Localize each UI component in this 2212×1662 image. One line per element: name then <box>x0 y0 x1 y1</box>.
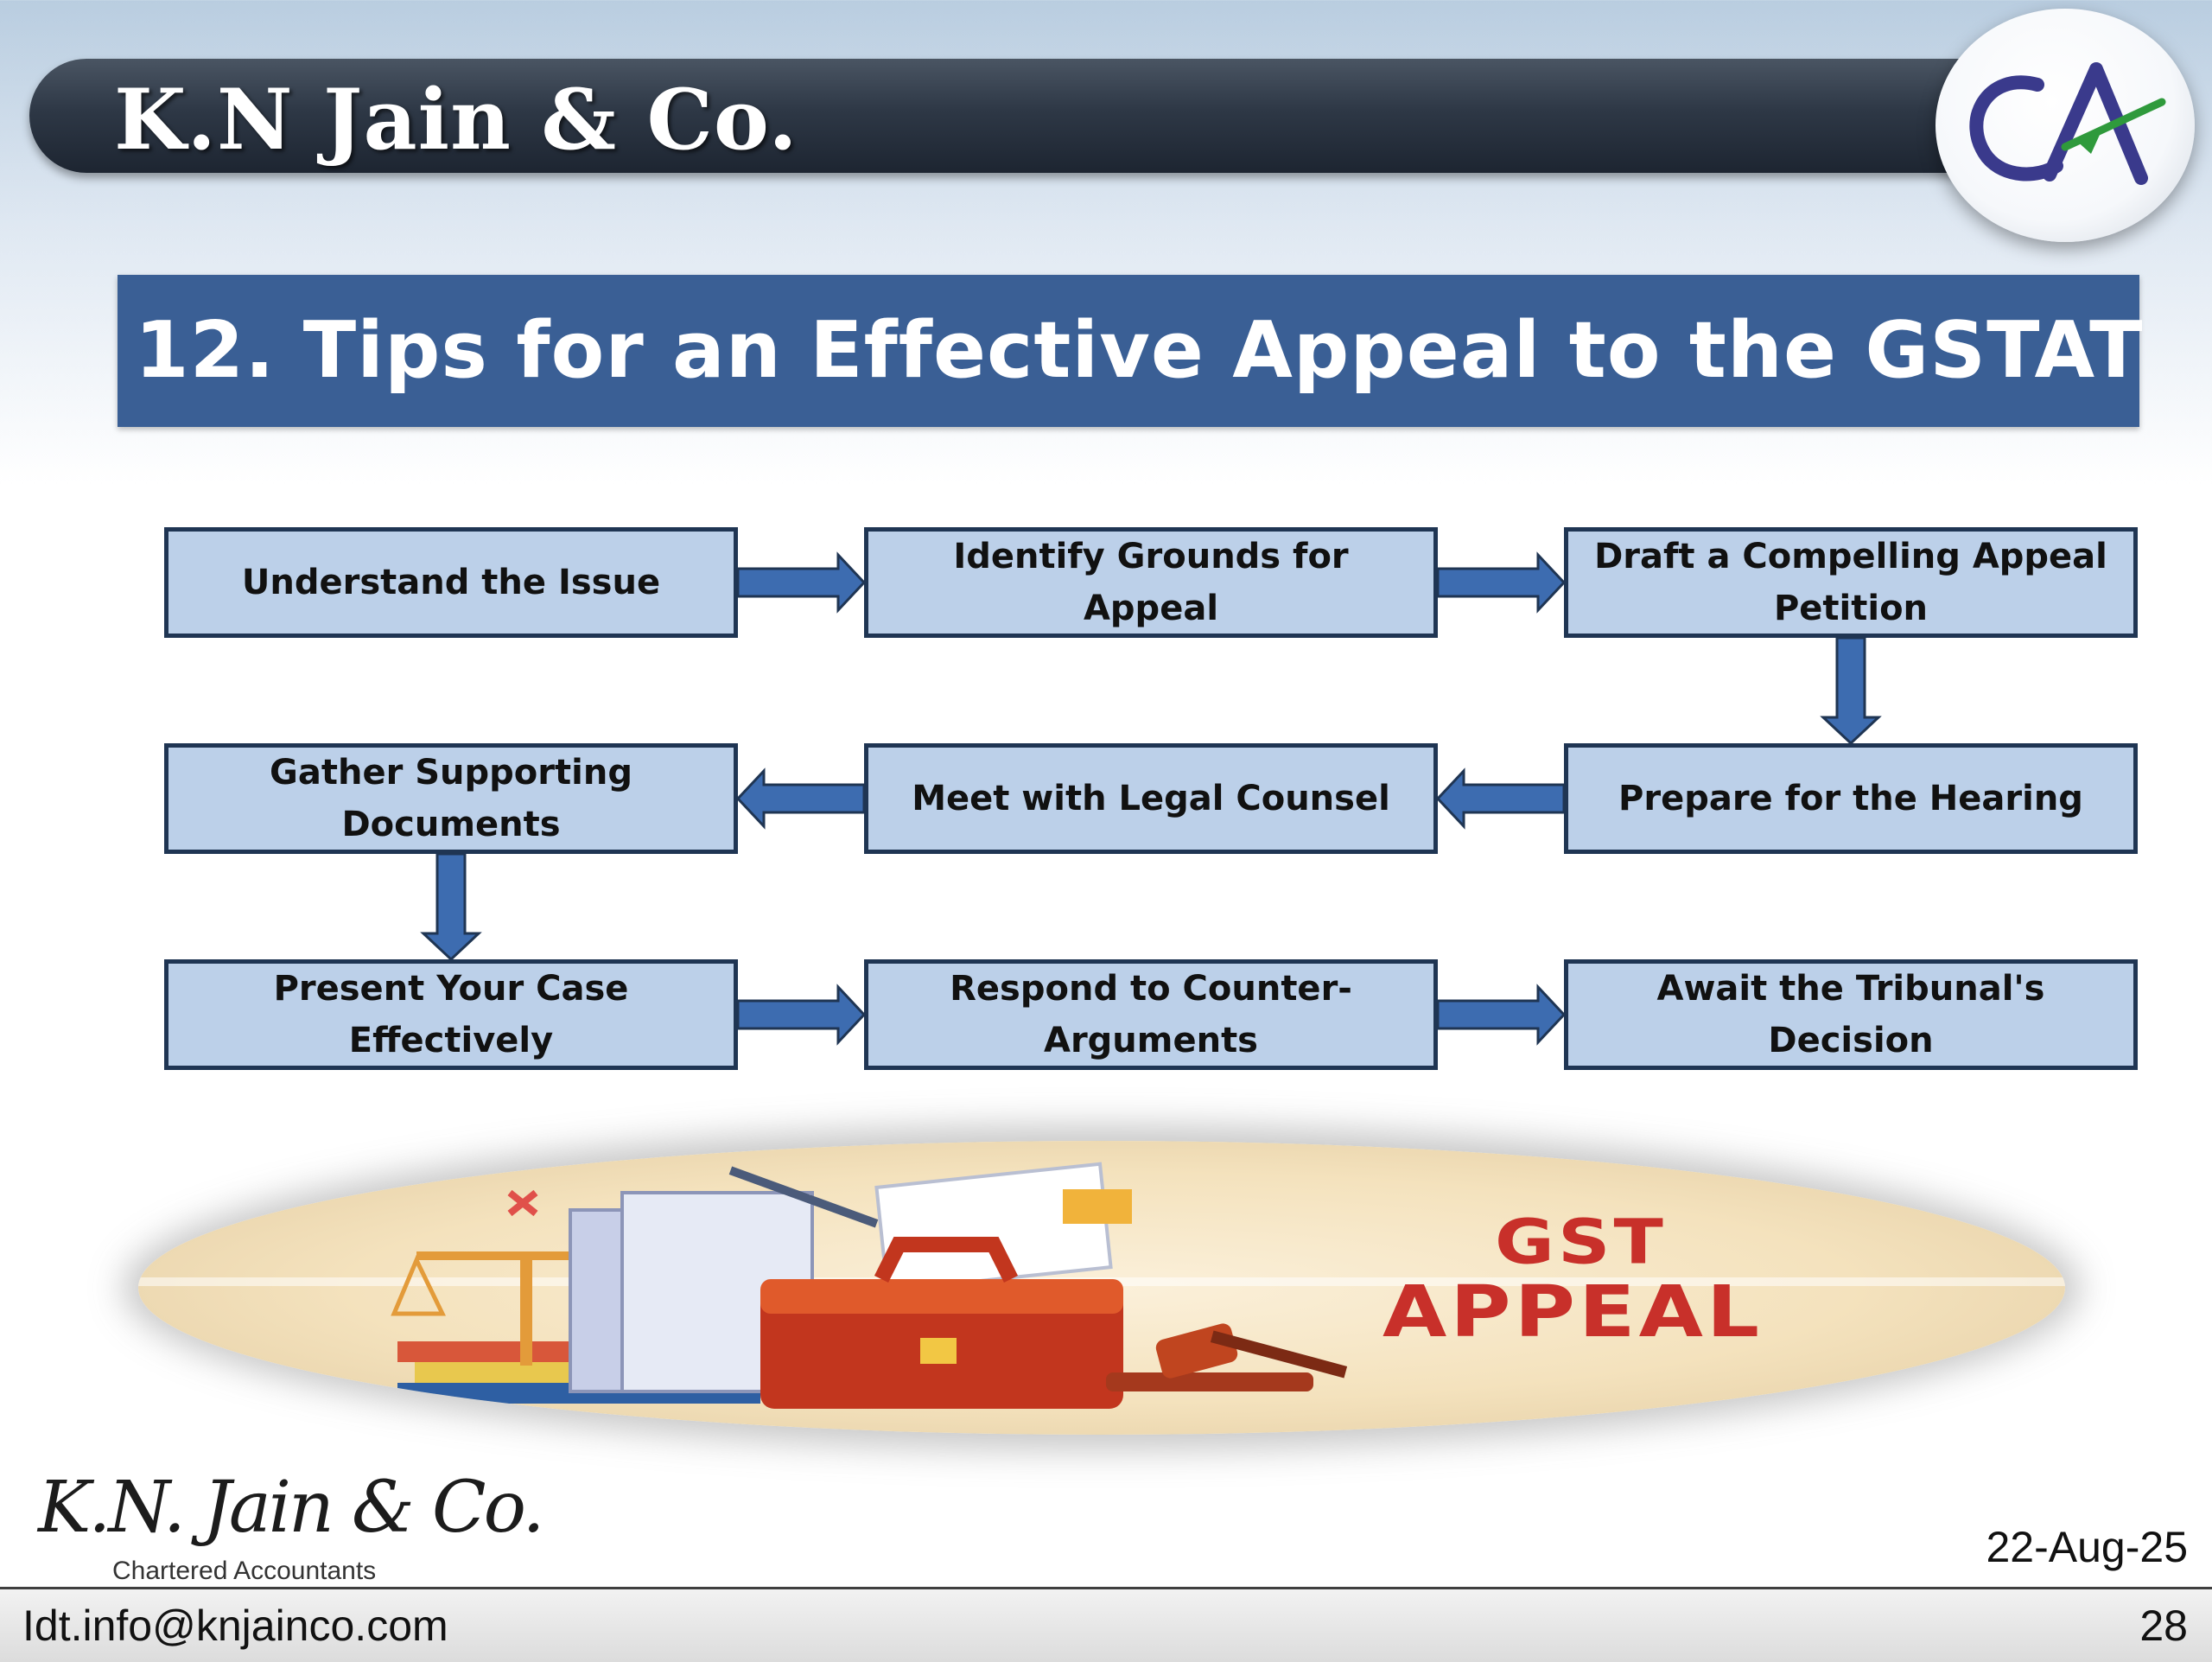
flow-arrow-4 <box>1438 771 1564 826</box>
banner-gst-text: GST <box>1495 1211 1667 1272</box>
appeal-illustration-icon <box>138 1141 2065 1435</box>
flow-arrow-1 <box>738 555 864 610</box>
banner-appeal-text: APPEAL <box>1382 1277 1763 1347</box>
slide-date: 22-Aug-25 <box>1986 1521 2189 1573</box>
contact-email: Idt.info@knjainco.com <box>22 1600 448 1652</box>
gst-appeal-banner: GST APPEAL <box>138 1141 2065 1435</box>
flow-arrow-6 <box>423 854 479 959</box>
flow-arrow-5 <box>738 771 864 826</box>
flow-arrow-2 <box>1438 555 1564 610</box>
flow-arrow-7 <box>738 987 864 1042</box>
bottom-bar: Idt.info@knjainco.com 28 <box>0 1587 2212 1662</box>
footer-logo: K.N. Jain & Co. <box>38 1469 543 1547</box>
flow-arrow-3 <box>1823 638 1878 743</box>
page-number: 28 <box>2139 1600 2188 1652</box>
footer-subtitle: Chartered Accountants <box>112 1556 376 1587</box>
flow-arrow-8 <box>1438 987 1564 1042</box>
